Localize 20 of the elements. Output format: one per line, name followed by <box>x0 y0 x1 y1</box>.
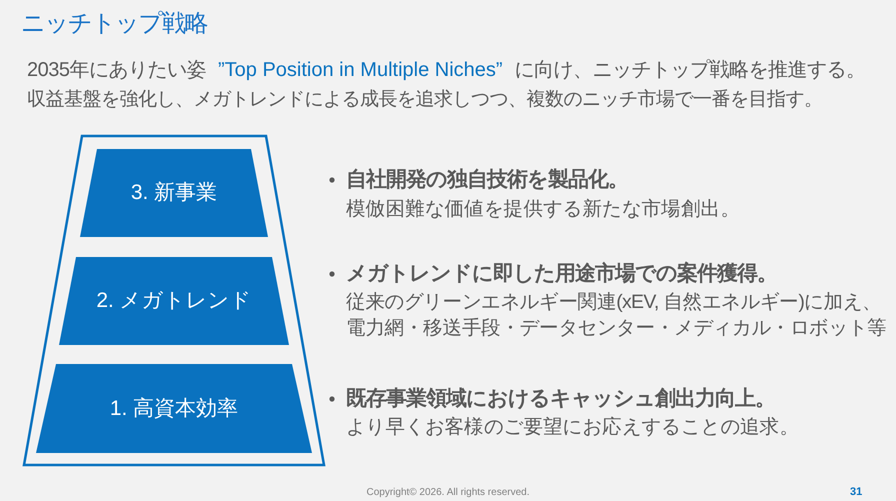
tier-block <box>36 364 312 453</box>
intro-text: 収益基盤を強化し、メガトレンドによる成長を追求しつつ、複数のニッチ市場で一番を目指す。 <box>27 88 822 112</box>
tier-block <box>59 257 289 345</box>
bullet-heading: メガトレンドに即した用途市場での案件獲得。 <box>346 262 777 286</box>
intro-text: 2035年にありたい姿 <box>27 58 206 82</box>
page-number: 31 <box>850 485 862 499</box>
tier-block <box>80 149 268 237</box>
bullet-heading: 既存事業領域におけるキャッシュ創出力向上。 <box>346 387 775 411</box>
trapezoid-frame <box>22 134 326 467</box>
bullet-text: より早くお客様のご要望にお応えすることの追求。 <box>346 415 800 439</box>
slide-title: ニッチトップ戦略 <box>21 9 207 39</box>
tier-label: 1. 高資本効率 <box>110 396 238 422</box>
bullet-heading: 自社開発の独自技術を製品化。 <box>346 168 628 192</box>
tier-label: 2. メガトレンド <box>96 288 252 314</box>
tier-label: 3. 新事業 <box>130 180 218 206</box>
intro-text: に向け、ニッチトップ戦略を推進する。 <box>514 58 866 82</box>
copyright-text: Copyright© 2026. All rights reserved. <box>366 487 530 499</box>
slogan-text: ”Top Position in Multiple Niches” <box>218 58 503 82</box>
bullet-text: 従来のグリーンエネルギー関連(xEV, 自然エネルギー)に加え、電力網・移送手段・データセンター・メディカル・ロボット等 <box>346 290 888 341</box>
bullet-text: 模倣困難な価値を提供する新たな市場創出。 <box>346 197 740 221</box>
